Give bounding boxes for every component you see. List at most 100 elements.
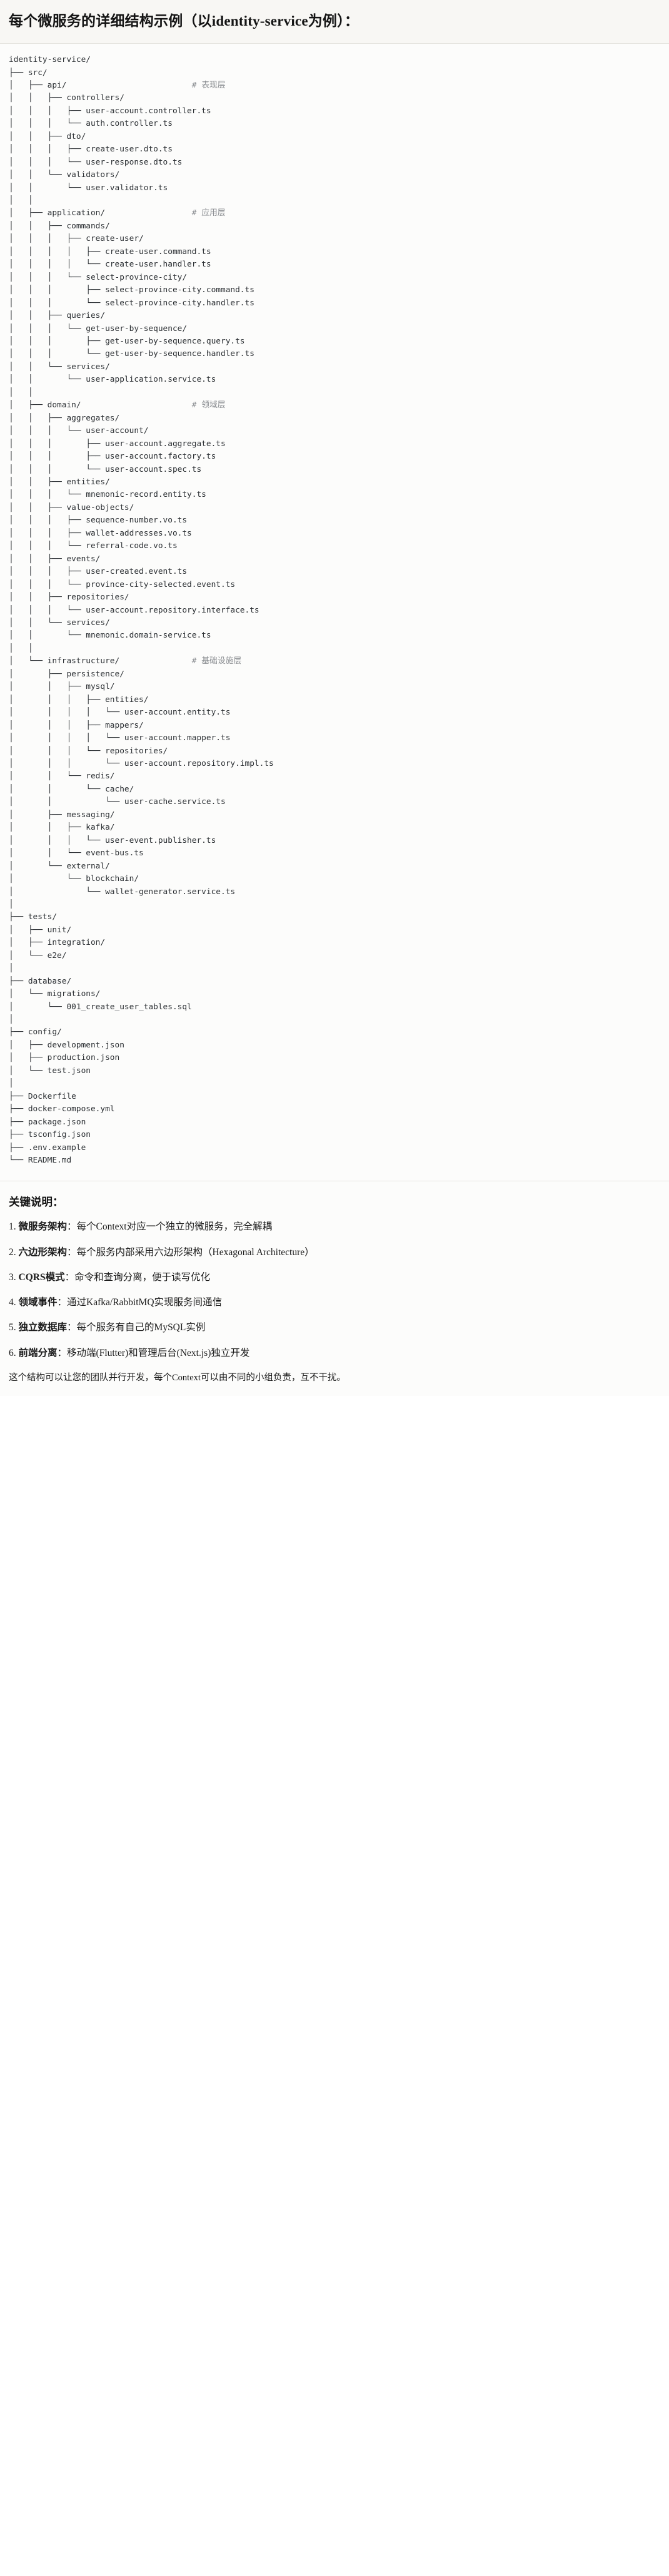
directory-tree: identity-service/ ├── src/ │ ├── api/ # … — [9, 54, 660, 1167]
note-description: 移动端(Flutter)和管理后台(Next.js)独立开发 — [67, 1347, 250, 1358]
tree-line: │ └── migrations/ — [9, 989, 101, 999]
tree-line: │ ├── development.json — [9, 1040, 124, 1050]
tree-line: │ │ └── services/ — [9, 362, 110, 372]
note-item: 6. 前端分离：移动端(Flutter)和管理后台(Next.js)独立开发 — [9, 1346, 660, 1360]
tree-line: │ │ │ ├── user-account.controller.ts — [9, 106, 211, 116]
tree-line: │ │ │ └── user-account.repository.interf… — [9, 605, 259, 615]
tree-line: │ │ │ │ └── user-account.mapper.ts — [9, 733, 231, 743]
tree-line: │ │ └── event-bus.ts — [9, 848, 144, 858]
tree-line: │ │ ├── dto/ — [9, 131, 86, 141]
tree-line: │ │ │ └── user-account/ — [9, 426, 149, 436]
note-term: 微服务架构 — [18, 1221, 68, 1233]
tree-line: ├── config/ — [9, 1027, 62, 1037]
tree-line: │ — [9, 1015, 14, 1025]
tree-line: │ ├── messaging/ — [9, 810, 115, 820]
tree-line: │ └── 001_create_user_tables.sql — [9, 1002, 192, 1012]
note-number: 4. — [9, 1297, 19, 1308]
tree-line: │ │ │ ├── user-account.aggregate.ts — [9, 439, 226, 449]
note-term: 前端分离 — [18, 1347, 58, 1358]
note-number: 6. — [9, 1347, 19, 1358]
tree-line: ├── tsconfig.json — [9, 1130, 91, 1140]
tree-line: │ │ │ └── repositories/ — [9, 746, 168, 756]
tree-line: │ └── e2e/ — [9, 950, 67, 960]
tree-line: │ ├── production.json — [9, 1053, 120, 1063]
note-item: 3. CQRS模式：命令和查询分离，便于读写优化 — [9, 1270, 660, 1285]
tree-line: │ — [9, 1079, 14, 1089]
tree-line: │ │ └── user.validator.ts — [9, 183, 168, 193]
note-number: 2. — [9, 1246, 19, 1258]
tree-line: │ │ ├── kafka/ — [9, 823, 115, 833]
tree-line: │ │ │ ├── select-province-city.command.t… — [9, 285, 254, 295]
tree-line: │ │ └── validators/ — [9, 170, 120, 180]
tree-line: ├── .env.example — [9, 1143, 86, 1153]
page-title: 每个微服务的详细结构示例（以identity-service为例）： — [9, 13, 360, 29]
tree-line: │ ├── persistence/ — [9, 669, 124, 679]
note-description: 每个Context对应一个独立的微服务，完全解耦 — [76, 1221, 273, 1233]
tree-line: │ │ ├── repositories/ — [9, 593, 129, 603]
tree-line: │ │ │ └── referral-code.vo.ts — [9, 541, 178, 551]
tree-line: │ — [9, 899, 14, 909]
tree-line: │ │ │ ├── user-account.factory.ts — [9, 452, 216, 462]
note-description: 命令和查询分离，便于读写优化 — [74, 1271, 211, 1283]
tree-line: │ │ └── services/ — [9, 618, 110, 628]
tree-line: │ │ ├── controllers/ — [9, 93, 124, 103]
tree-line: │ │ │ ├── create-user/ — [9, 234, 144, 244]
tree-line-comment: # 领域层 — [191, 400, 226, 410]
tree-line: │ │ ├── aggregates/ — [9, 413, 120, 423]
tree-line: identity-service/ — [9, 55, 91, 65]
tree-line: │ │ ├── entities/ — [9, 477, 110, 487]
note-item: 4. 领域事件：通过Kafka/RabbitMQ实现服务间通信 — [9, 1295, 660, 1310]
note-number: 5. — [9, 1322, 19, 1333]
tree-line: │ │ │ ├── user-created.event.ts — [9, 567, 188, 577]
note-separator: ： — [67, 1322, 77, 1333]
tree-line: │ │ │ └── user-response.dto.ts — [9, 157, 183, 167]
tree-line: │ └── test.json — [9, 1066, 91, 1076]
tree-line: │ │ — [9, 196, 33, 206]
tree-line: │ │ ├── mysql/ — [9, 682, 115, 692]
tree-line: │ │ │ └── province-city-selected.event.t… — [9, 579, 236, 589]
tree-line: │ │ │ ├── sequence-number.vo.ts — [9, 516, 188, 526]
note-number: 1. — [9, 1221, 19, 1233]
tree-line: │ │ └── mnemonic.domain-service.ts — [9, 631, 211, 641]
tree-line: │ ├── application/ — [9, 208, 106, 218]
tree-line: │ │ │ └── get-user-by-sequence/ — [9, 323, 188, 333]
tree-line: │ │ │ └── get-user-by-sequence.handler.t… — [9, 349, 254, 359]
tree-line: │ │ │ ├── mappers/ — [9, 720, 144, 730]
tree-line: │ └── blockchain/ — [9, 874, 139, 884]
note-item: 5. 独立数据库：每个服务有自己的MySQL实例 — [9, 1320, 660, 1335]
tree-line: │ │ └── user-application.service.ts — [9, 375, 216, 385]
tree-line: ├── src/ — [9, 68, 48, 78]
tree-line: │ │ │ └── user-account.spec.ts — [9, 464, 202, 474]
header-block: 每个微服务的详细结构示例（以identity-service为例）： — [0, 0, 669, 44]
tree-line: │ └── external/ — [9, 861, 110, 871]
tree-line: │ │ │ └── auth.controller.ts — [9, 119, 173, 129]
tree-line: ├── database/ — [9, 976, 72, 986]
tree-line: ├── tests/ — [9, 912, 58, 922]
tree-line: │ │ │ └── user-account.repository.impl.t… — [9, 758, 274, 768]
note-description: 每个服务有自己的MySQL实例 — [76, 1322, 206, 1333]
tree-line: │ │ │ └── user-event.publisher.ts — [9, 835, 216, 845]
note-term: 六边形架构 — [18, 1246, 68, 1258]
tree-line: │ │ ├── commands/ — [9, 221, 110, 231]
tree-line: │ │ │ └── select-province-city.handler.t… — [9, 298, 254, 308]
tree-line: │ │ — [9, 643, 33, 653]
tree-line: │ └── infrastructure/ — [9, 656, 120, 666]
tree-line: │ — [9, 964, 14, 974]
tree-line: │ │ ├── events/ — [9, 554, 101, 564]
tree-line-comment: # 应用层 — [191, 208, 226, 218]
tree-line: │ │ ├── queries/ — [9, 311, 106, 321]
tree-line: │ │ │ └── mnemonic-record.entity.ts — [9, 490, 206, 500]
tree-line: │ │ │ ├── get-user-by-sequence.query.ts — [9, 337, 245, 347]
note-description: 每个服务内部采用六边形架构（Hexagonal Architecture） — [76, 1246, 314, 1258]
tree-line: ├── Dockerfile — [9, 1091, 76, 1101]
tree-line: │ │ ├── value-objects/ — [9, 502, 134, 512]
note-term: 领域事件 — [18, 1297, 58, 1308]
tree-line: │ │ └── redis/ — [9, 771, 115, 781]
tree-line-comment: # 表现层 — [191, 80, 226, 90]
note-separator: ： — [67, 1221, 77, 1233]
tree-line: │ │ │ ├── wallet-addresses.vo.ts — [9, 528, 192, 538]
tree-line: └── README.md — [9, 1156, 72, 1166]
tree-line: │ │ │ │ └── user-account.entity.ts — [9, 708, 231, 718]
notes-title: 关键说明： — [9, 1196, 64, 1209]
